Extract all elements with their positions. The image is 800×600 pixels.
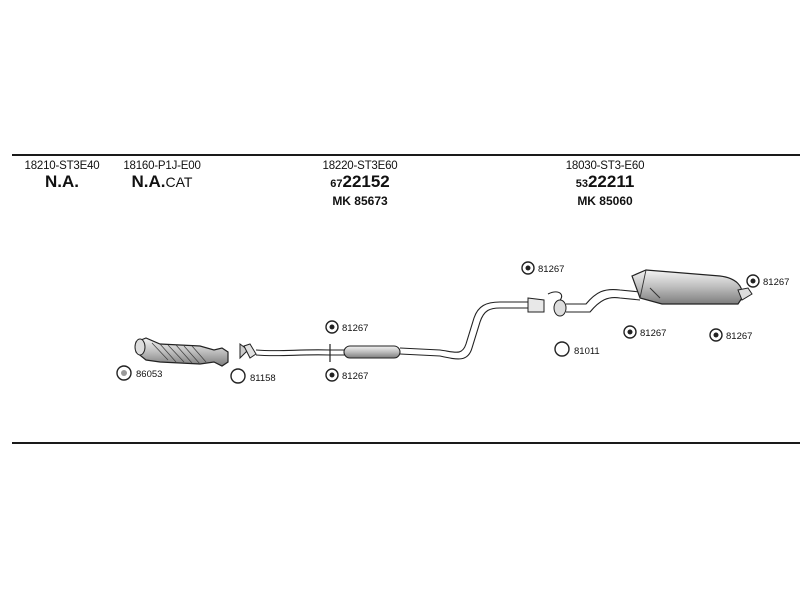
mk-number: MK 85060: [577, 194, 633, 208]
mk-number: MK 85673: [332, 194, 388, 208]
hanger-ring-icon: [116, 365, 132, 381]
part-column-catalyst: 18160-P1J-E00 N.A.CAT: [112, 160, 212, 192]
rubber-mount-icon: [709, 328, 723, 342]
catalytic-converter: [134, 337, 249, 367]
part-suffix: CAT: [165, 174, 193, 190]
bottom-divider: [12, 442, 800, 444]
oem-number: 18160-P1J-E00: [123, 160, 201, 172]
oem-number: 18220-ST3E60: [322, 160, 398, 172]
part-number: N.A.: [131, 172, 166, 191]
rubber-mount-icon: [746, 274, 760, 288]
part-label-81267: 81267: [763, 277, 789, 288]
part-prefix: 67: [330, 178, 343, 190]
part-label-81158: 81158: [250, 373, 276, 384]
part-number: 22211: [587, 172, 635, 191]
rubber-mount-icon: [325, 368, 339, 382]
pipe-clamp: [527, 291, 567, 317]
part-label-81267: 81267: [726, 331, 752, 342]
flange: [243, 343, 257, 359]
rubber-mount-icon: [623, 325, 637, 339]
rubber-mount-icon: [521, 261, 535, 275]
top-divider: [12, 154, 800, 156]
part-label-81267: 81267: [342, 371, 368, 382]
rear-pipe: [566, 288, 641, 313]
part-column-front-pipe: 18210-ST3E40 N.A.: [16, 160, 108, 192]
part-number: 22152: [342, 172, 390, 191]
part-label-81267: 81267: [640, 328, 666, 339]
oem-number: 18210-ST3E40: [24, 160, 100, 172]
part-prefix: 53: [575, 178, 588, 190]
part-label-81011: 81011: [574, 346, 600, 357]
part-number: N.A.: [45, 172, 79, 191]
part-label-81267: 81267: [538, 264, 564, 275]
oem-number: 18030-ST3-E60: [565, 160, 645, 172]
part-label-86053: 86053: [136, 369, 162, 380]
part-column-middle-silencer: 18220-ST3E60 6722152 MK 85673: [300, 160, 420, 208]
middle-silencer: [329, 344, 401, 362]
gasket-ring-icon: [554, 341, 570, 357]
gasket-ring-icon: [230, 368, 246, 384]
rear-silencer: [631, 269, 753, 305]
part-label-81267: 81267: [342, 323, 368, 334]
part-column-rear-silencer: 18030-ST3-E60 5322211 MK 85060: [545, 160, 665, 208]
rubber-mount-icon: [325, 320, 339, 334]
